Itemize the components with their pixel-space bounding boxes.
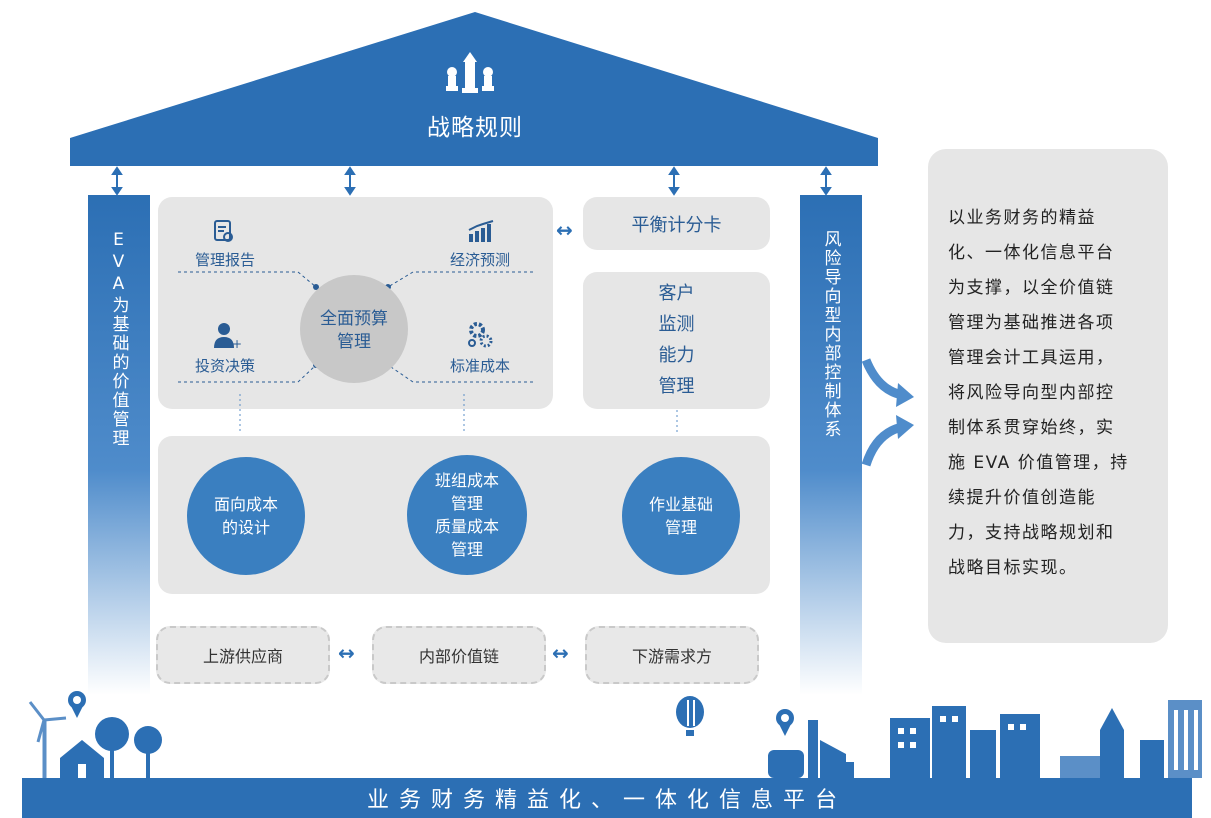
report-icon bbox=[214, 220, 233, 242]
side-note-line: 续提升价值创造能 bbox=[948, 488, 1096, 508]
foundation-bar: 业务财务精益化、一体化信息平台 bbox=[22, 778, 1192, 818]
side-note-line: 力，支持战略规划和 bbox=[948, 523, 1115, 543]
tree-icon bbox=[95, 717, 162, 778]
arrow-chain-2: ↔ bbox=[552, 641, 569, 665]
left-column-text: EVA为基础的价值管理 bbox=[108, 230, 129, 448]
cost-circle-design: 面向成本 的设计 bbox=[187, 457, 305, 575]
city-icon bbox=[768, 700, 1202, 778]
cost-circle-activity: 作业基础 管理 bbox=[622, 457, 740, 575]
side-note-line: 管理为基础推进各项 bbox=[948, 313, 1115, 333]
budget-center-line2: 管理 bbox=[337, 332, 371, 352]
budget-center-circle bbox=[300, 275, 408, 383]
roof-title: 战略规则 bbox=[427, 115, 523, 141]
right-column: 风险导向型内部控制体系 bbox=[800, 195, 862, 695]
cost-circle-activity-line2: 管理 bbox=[664, 518, 697, 537]
item-standard-cost: 标准成本 bbox=[449, 357, 510, 375]
balloon-icon bbox=[676, 696, 704, 736]
cost-circle-design-line2: 的设计 bbox=[221, 518, 270, 537]
cost-circle-design-line1: 面向成本 bbox=[213, 495, 278, 514]
side-note: 以业务财务的精益 化、一体化信息平台 为支撑，以全价值链 管理为基础推进各项 管… bbox=[928, 149, 1168, 643]
gears-icon bbox=[468, 322, 493, 348]
cost-circle-team-line1: 班组成本 bbox=[434, 471, 499, 490]
side-note-line: 施 EVA 价值管理，持 bbox=[948, 453, 1129, 473]
right-column-text: 风险导向型内部控制体系 bbox=[820, 230, 841, 439]
chart-icon bbox=[468, 220, 494, 242]
side-note-line: 化、一体化信息平台 bbox=[948, 243, 1115, 263]
cost-circle-team-line2: 管理 bbox=[450, 494, 483, 513]
arrow-chain-1: ↔ bbox=[338, 641, 355, 665]
item-invest: 投资决策 bbox=[194, 357, 255, 375]
curved-arrows bbox=[861, 358, 914, 467]
user-icon: + bbox=[214, 323, 241, 350]
cost-circle-team-line4: 管理 bbox=[450, 540, 483, 559]
left-column: EVA为基础的价值管理 bbox=[88, 195, 150, 695]
customer-line3: 能力 bbox=[658, 345, 695, 366]
cost-circle-activity-line1: 作业基础 bbox=[648, 495, 713, 514]
side-note-text: 以业务财务的精益 化、一体化信息平台 为支撑，以全价值链 管理为基础推进各项 管… bbox=[948, 201, 1158, 586]
chess-icon bbox=[446, 52, 494, 93]
side-note-line: 以业务财务的精益 bbox=[948, 208, 1096, 228]
chain-upstream: 上游供应商 bbox=[156, 626, 330, 684]
city-skyline bbox=[28, 691, 1202, 779]
side-note-line: 战略目标实现。 bbox=[948, 558, 1078, 578]
cost-circle-team-line3: 质量成本 bbox=[434, 517, 499, 536]
house-icon bbox=[60, 740, 104, 778]
budget-center-line1: 全面预算 bbox=[320, 309, 388, 329]
dotted-links bbox=[239, 394, 678, 434]
location-pin-icon bbox=[68, 691, 794, 736]
customer-panel bbox=[583, 272, 770, 409]
item-report: 管理报告 bbox=[194, 251, 255, 269]
svg-text:+: + bbox=[232, 337, 241, 350]
side-note-line: 制体系贯穿始终，实 bbox=[948, 418, 1115, 438]
customer-line1: 客户 bbox=[658, 283, 695, 304]
chain-internal: 内部价值链 bbox=[372, 626, 546, 684]
side-note-line: 管理会计工具运用， bbox=[948, 348, 1115, 368]
side-note-line: 将风险导向型内部控 bbox=[948, 383, 1115, 403]
chain-downstream: 下游需求方 bbox=[585, 626, 759, 684]
side-note-line: 为支撑，以全价值链 bbox=[948, 278, 1115, 298]
arrow-scorecard: ↔ bbox=[556, 218, 573, 242]
wind-turbine-icon bbox=[28, 701, 67, 779]
customer-line2: 监测 bbox=[658, 314, 695, 335]
cost-circle-team: 班组成本 管理 质量成本 管理 bbox=[407, 455, 527, 575]
item-forecast: 经济预测 bbox=[449, 251, 510, 269]
customer-line4: 管理 bbox=[658, 376, 695, 397]
balanced-scorecard: 平衡计分卡 bbox=[583, 197, 770, 250]
